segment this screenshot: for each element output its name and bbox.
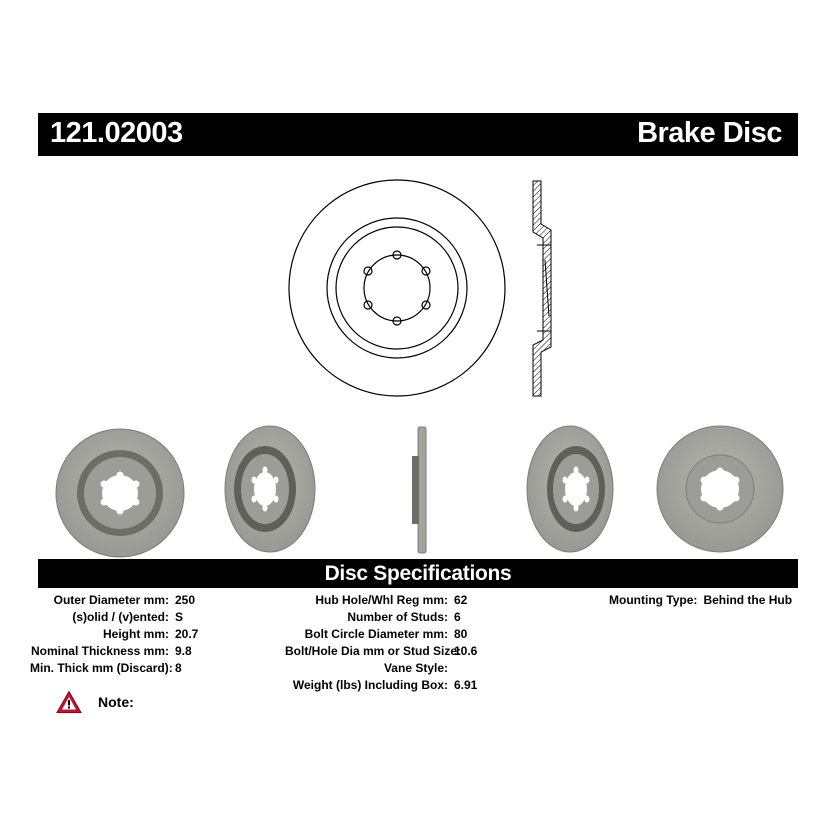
- disc-photo-edge: [412, 426, 427, 554]
- disc-photo-angled-right: [526, 425, 614, 553]
- specifications-bar: Disc Specifications: [38, 559, 798, 588]
- spec-row: Weight (lbs) Including Box: 6.91: [285, 677, 477, 694]
- spec-row: (s)olid / (v)ented: S: [30, 609, 198, 626]
- spec-value: Behind the Hub: [703, 593, 793, 607]
- note-section: Note:: [56, 690, 134, 714]
- warning-triangle-icon: [56, 690, 82, 713]
- disc-front-technical-drawing: [288, 179, 506, 397]
- spec-row: Height mm: 20.7: [30, 626, 198, 643]
- spec-value: 10.6: [454, 644, 478, 658]
- spec-row: Nominal Thickness mm: 9.8: [30, 643, 198, 660]
- spec-row: Number of Studs: 6: [285, 609, 477, 626]
- spec-label: Weight (lbs) Including Box:: [292, 678, 448, 692]
- disc-section-technical-drawing: [532, 180, 552, 397]
- spec-value: 6.91: [454, 678, 478, 692]
- specs-column-3: Mounting Type: Behind the Hub: [609, 592, 792, 609]
- disc-photo-front: [55, 428, 185, 558]
- spec-label: Vane Style:: [383, 661, 448, 675]
- spec-value: 6: [454, 610, 461, 624]
- spec-label: (s)olid / (v)ented:: [72, 610, 169, 624]
- spec-row: Min. Thick mm (Discard):8: [30, 660, 198, 677]
- disc-photo-rear: [656, 425, 784, 553]
- spec-row: Mounting Type: Behind the Hub: [609, 592, 792, 609]
- spec-label: Bolt Circle Diameter mm:: [304, 627, 448, 641]
- spec-value: S: [175, 610, 184, 624]
- part-number: 121.02003: [50, 117, 183, 149]
- spec-label: Min. Thick mm (Discard):: [30, 661, 173, 675]
- spec-row: Hub Hole/Whl Reg mm: 62: [285, 592, 477, 609]
- specifications-title: Disc Specifications: [324, 562, 512, 585]
- spec-label: Mounting Type:: [609, 593, 698, 607]
- spec-label: Number of Studs:: [347, 610, 448, 624]
- spec-value: 20.7: [175, 627, 199, 641]
- spec-value: 9.8: [175, 644, 192, 658]
- note-label: Note:: [98, 694, 134, 710]
- disc-photo-angled-left: [224, 425, 316, 553]
- spec-value: 250: [175, 593, 196, 607]
- product-type: Brake Disc: [637, 117, 782, 149]
- spec-row: Vane Style:: [285, 660, 477, 677]
- spec-value: 8: [175, 661, 182, 675]
- spec-label: Outer Diameter mm:: [53, 593, 169, 607]
- spec-label: Height mm:: [103, 627, 169, 641]
- specs-column-2: Hub Hole/Whl Reg mm: 62 Number of Studs: 6…: [285, 592, 477, 694]
- spec-value: [448, 660, 454, 677]
- spec-row: Bolt/Hole Dia mm or Stud Size:10.6: [285, 643, 477, 660]
- spec-label: Bolt/Hole Dia mm or Stud Size:: [285, 644, 462, 658]
- title-bar: 121.02003 Brake Disc: [38, 113, 798, 156]
- spec-row: Bolt Circle Diameter mm: 80: [285, 626, 477, 643]
- spec-value: 62: [454, 593, 468, 607]
- specs-column-1: Outer Diameter mm: 250 (s)olid / (v)ented…: [30, 592, 198, 677]
- spec-row: Outer Diameter mm: 250: [30, 592, 198, 609]
- spec-label: Nominal Thickness mm:: [30, 644, 169, 658]
- spec-label: Hub Hole/Whl Reg mm:: [315, 593, 448, 607]
- spec-value: 80: [454, 627, 468, 641]
